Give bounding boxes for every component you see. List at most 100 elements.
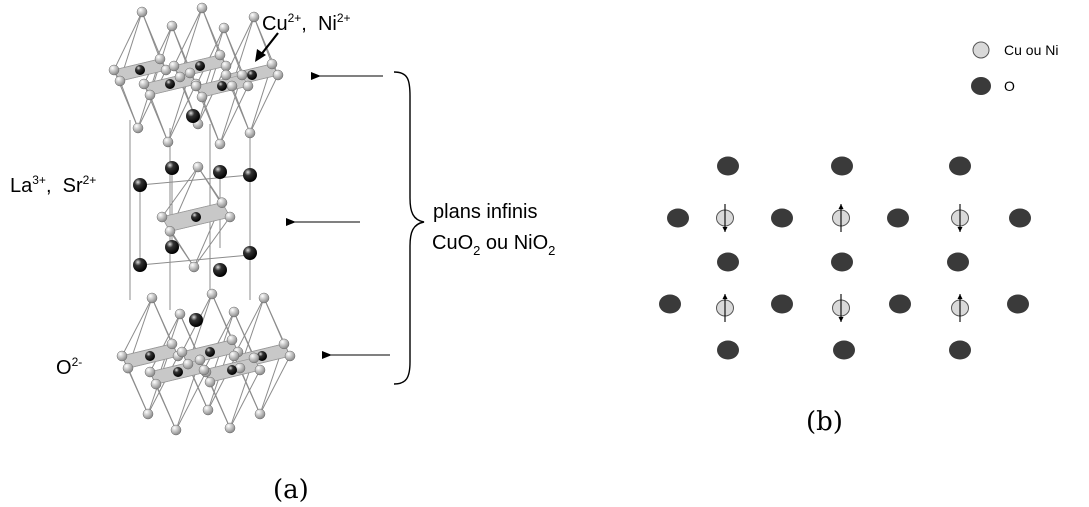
bond bbox=[139, 174, 251, 186]
oxygen-atom bbox=[142, 408, 154, 420]
spin-arrowhead bbox=[957, 294, 963, 299]
oxygen-atom bbox=[216, 197, 228, 208]
bond bbox=[231, 85, 251, 134]
oxygen-atom bbox=[138, 78, 150, 90]
oxygen-atom bbox=[194, 354, 206, 366]
bond bbox=[233, 311, 255, 359]
bond bbox=[259, 355, 291, 415]
legend-metal-label: Cu ou Ni bbox=[1004, 42, 1058, 58]
oxygen-atom bbox=[887, 208, 909, 228]
oxygen-atom bbox=[162, 136, 174, 148]
oxygen-atom bbox=[226, 80, 238, 92]
oxygen-atom bbox=[214, 49, 226, 61]
metal-atom bbox=[217, 81, 227, 91]
bond bbox=[249, 74, 279, 134]
oxygen-atom bbox=[771, 294, 793, 314]
oxygen-atom bbox=[833, 340, 855, 360]
oxygen-atom bbox=[202, 404, 214, 416]
oxygen-atom bbox=[272, 69, 284, 81]
oxygen-atom bbox=[164, 226, 176, 237]
oxygen-atom bbox=[266, 58, 278, 70]
cu-ni-label: Cu2+, Ni2+ bbox=[262, 11, 351, 35]
bond bbox=[149, 94, 169, 143]
bond bbox=[139, 254, 251, 266]
bond bbox=[223, 27, 243, 76]
oxygen-atom bbox=[192, 161, 204, 173]
oxygen-atom bbox=[717, 252, 739, 272]
caption-b: (b) bbox=[806, 407, 843, 437]
oxygen-atom bbox=[116, 350, 128, 362]
oxygen-atom bbox=[889, 294, 911, 314]
oxygen-atom bbox=[220, 60, 232, 72]
legend-oxygen-marker bbox=[971, 77, 991, 95]
oxygen-atom bbox=[717, 156, 739, 176]
bond bbox=[113, 11, 143, 71]
oxygen-atom bbox=[236, 69, 248, 81]
oxygen-atom bbox=[717, 340, 739, 360]
la-sr-atom bbox=[243, 246, 257, 260]
oxygen-atom bbox=[949, 340, 971, 360]
la-sr-atom bbox=[189, 313, 203, 327]
bond bbox=[201, 96, 221, 145]
bond bbox=[229, 369, 261, 429]
bond bbox=[119, 80, 139, 129]
oxygen-atom bbox=[226, 334, 238, 346]
planes-text-line2: CuO2 ou NiO2 bbox=[432, 232, 555, 258]
oxygen-atom bbox=[218, 22, 230, 34]
oxygen-label: O2- bbox=[56, 355, 82, 379]
oxygen-atom bbox=[174, 308, 186, 320]
legend-oxygen-label: O bbox=[1004, 78, 1015, 94]
metal-atom bbox=[205, 347, 215, 357]
oxygen-atom bbox=[949, 156, 971, 176]
oxygen-atom bbox=[196, 91, 208, 103]
oxygen-atom bbox=[947, 252, 969, 272]
bond bbox=[219, 85, 249, 145]
oxygen-atom bbox=[831, 156, 853, 176]
bond bbox=[161, 166, 199, 218]
planes-brace bbox=[393, 71, 425, 385]
oxygen-atom bbox=[174, 71, 186, 83]
oxygen-atom bbox=[214, 138, 226, 150]
la-sr-atom bbox=[243, 168, 257, 182]
spin-arrowhead bbox=[838, 204, 844, 209]
oxygen-atom bbox=[154, 53, 166, 65]
oxygen-atom bbox=[258, 292, 270, 304]
oxygen-atom bbox=[248, 11, 260, 23]
legend-metal-marker bbox=[972, 41, 990, 59]
oxygen-atom bbox=[771, 208, 793, 228]
bond bbox=[211, 293, 233, 341]
metal-atom bbox=[247, 70, 257, 80]
la-sr-atom bbox=[165, 240, 179, 254]
bond bbox=[175, 371, 207, 431]
metal-atom bbox=[191, 212, 201, 222]
metal-atom bbox=[165, 79, 175, 89]
bond bbox=[233, 297, 265, 357]
oxygen-atom bbox=[831, 252, 853, 272]
oxygen-atom bbox=[284, 350, 296, 362]
metal-atom bbox=[135, 65, 145, 75]
oxygen-atom bbox=[278, 338, 290, 350]
bond bbox=[207, 351, 239, 411]
oxygen-atom bbox=[170, 424, 182, 436]
metal-atom bbox=[227, 365, 237, 375]
bond bbox=[155, 383, 177, 431]
panel-a-crystal-structure: Cu2+, Ni2+ La3+, Sr2+ O2- plans infinis … bbox=[10, 2, 555, 505]
oxygen-atom bbox=[659, 294, 681, 314]
oxygen-atom bbox=[166, 338, 178, 350]
bond bbox=[149, 313, 181, 373]
oxygen-atom bbox=[254, 408, 266, 420]
metal-atom bbox=[145, 351, 155, 361]
crystal-atoms bbox=[108, 2, 296, 436]
cu-pointer-arrowhead bbox=[255, 49, 266, 62]
oxygen-atom bbox=[190, 80, 202, 92]
bond bbox=[195, 27, 225, 87]
bond bbox=[263, 297, 285, 345]
bond bbox=[169, 231, 195, 268]
bond bbox=[167, 83, 197, 143]
oxygen-atom bbox=[667, 208, 689, 228]
spin-arrowhead bbox=[722, 294, 728, 299]
metal-atom bbox=[173, 367, 183, 377]
la-sr-atom bbox=[165, 161, 179, 175]
oxygen-atom bbox=[166, 20, 178, 32]
